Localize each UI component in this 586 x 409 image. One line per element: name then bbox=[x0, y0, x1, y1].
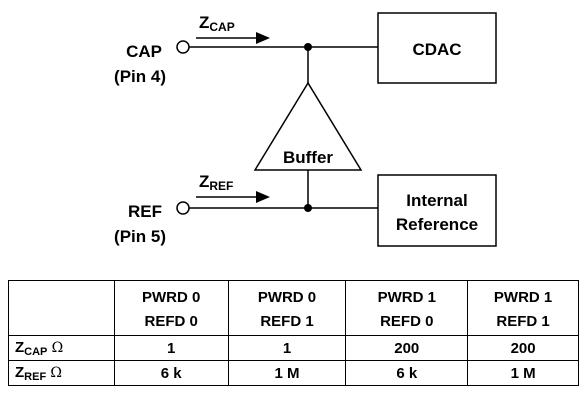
table-cell: 6 k bbox=[113, 360, 229, 386]
table-cell: 200 bbox=[467, 335, 579, 361]
table-cell: 6 k bbox=[345, 360, 469, 386]
table-cell: 1 bbox=[113, 335, 229, 361]
ref-node bbox=[304, 204, 312, 212]
col-header-line1: PWRD 0 bbox=[227, 280, 347, 309]
row-label-zcap: ZCAP Ω bbox=[8, 335, 115, 361]
table-corner bbox=[8, 280, 115, 309]
cdac-block bbox=[377, 12, 497, 84]
ref-pin-number: (Pin 5) bbox=[114, 227, 166, 246]
internal-reference-block bbox=[377, 174, 497, 247]
table-row: ZREF Ω 6 k 1 M 6 k 1 M bbox=[8, 360, 579, 386]
zcap-label: ZCAP bbox=[199, 13, 235, 34]
cdac-label: CDAC bbox=[412, 40, 461, 59]
table-header-row-1: PWRD 0 PWRD 0 PWRD 1 PWRD 1 bbox=[8, 280, 579, 309]
impedance-table: PWRD 0 PWRD 0 PWRD 1 PWRD 1 REFD 0 REFD … bbox=[8, 280, 579, 386]
row-label-zref: ZREF Ω bbox=[8, 360, 115, 386]
col-header-line2: REFD 1 bbox=[467, 309, 579, 336]
table-cell: 200 bbox=[345, 335, 469, 361]
zref-label: ZREF bbox=[199, 172, 233, 193]
table-corner bbox=[8, 309, 115, 336]
ref-pin-name: REF bbox=[128, 202, 162, 221]
col-header-line2: REFD 1 bbox=[227, 309, 347, 336]
cap-pin-number: (Pin 4) bbox=[114, 67, 166, 86]
col-header-line2: REFD 0 bbox=[345, 309, 469, 336]
col-header-line1: PWRD 1 bbox=[467, 280, 579, 309]
internal-reference-label-line1: Internal bbox=[406, 191, 467, 210]
table-row: ZCAP Ω 1 1 200 200 bbox=[8, 335, 579, 361]
table-cell: 1 bbox=[227, 335, 347, 361]
cap-pin-name: CAP bbox=[126, 42, 162, 61]
cap-terminal bbox=[176, 40, 190, 54]
table-cell: 1 M bbox=[227, 360, 347, 386]
col-header-line2: REFD 0 bbox=[113, 309, 229, 336]
circuit-diagram: CAP (Pin 4) ZCAP CDAC Buffer REF (Pin 5)… bbox=[114, 12, 497, 247]
ref-terminal bbox=[176, 201, 190, 215]
zref-arrow-head bbox=[256, 191, 270, 203]
col-header-line1: PWRD 0 bbox=[113, 280, 229, 309]
col-header-line1: PWRD 1 bbox=[345, 280, 469, 309]
table-cell: 1 M bbox=[467, 360, 579, 386]
zcap-arrow-head bbox=[256, 32, 270, 44]
table-header-row-2: REFD 0 REFD 1 REFD 0 REFD 1 bbox=[8, 309, 579, 336]
internal-reference-label-line2: Reference bbox=[396, 215, 478, 234]
buffer-label: Buffer bbox=[283, 148, 333, 167]
